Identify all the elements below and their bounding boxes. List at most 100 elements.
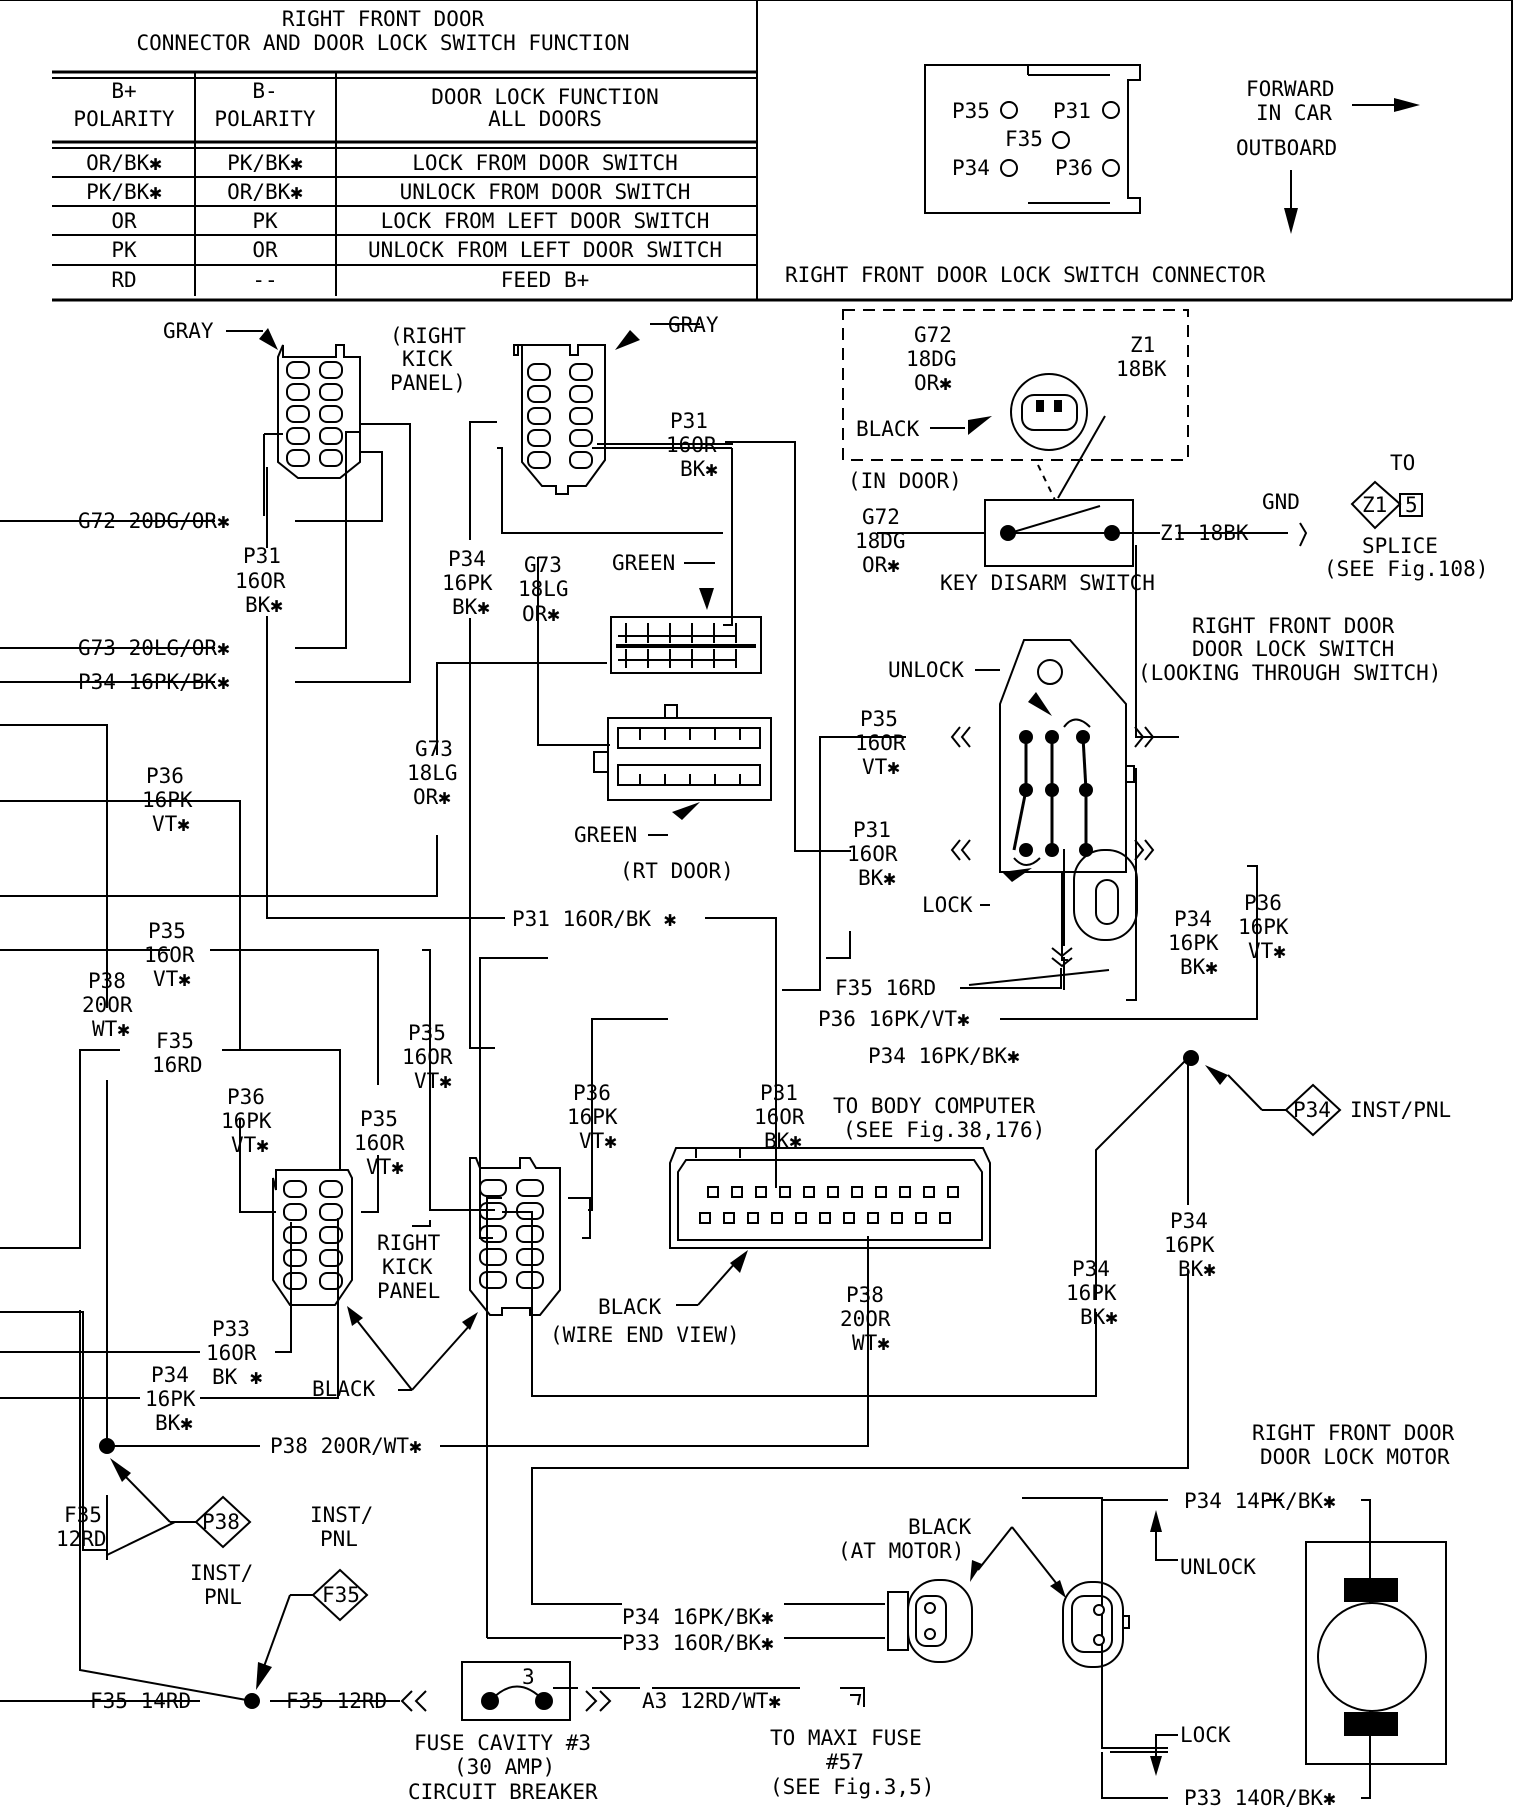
wire-label: P35 [148,919,186,943]
inst-pnl-3b: PNL [320,1527,358,1551]
wire-label: 16PK [1164,1233,1215,1257]
door-lock-switch [999,639,1138,961]
wire-label: P31 [670,409,708,433]
wire-label: P34 [1072,1257,1110,1281]
col-header-function-1: DOOR LOCK FUNCTION [431,85,659,109]
body-computer-pin [899,1186,911,1198]
maxi-fuse-3: (SEE Fig.3,5) [770,1775,934,1799]
splice-diamond [1350,480,1423,530]
body-computer-pin [771,1212,783,1224]
unlock-motor-label: UNLOCK [1180,1555,1256,1579]
body-computer-pin [875,1186,887,1198]
p34-row-label: P34 16PK/BK✱ [78,670,230,694]
maxi-fuse-1: TO MAXI FUSE [770,1726,922,1750]
pin-f35-label: F35 [1005,127,1043,151]
pin-p35-label: P35 [952,99,990,123]
wire-label: VT✱ [579,1129,617,1153]
body-computer-pin [923,1186,935,1198]
table-cell: OR/BK✱ [227,180,303,204]
wire-label: BK ✱ [212,1365,263,1389]
connector-caption: RIGHT FRONT DOOR LOCK SWITCH CONNECTOR [785,263,1266,287]
wire-label: 16RD [152,1053,203,1077]
inst-pnl-2b: PNL [204,1585,242,1609]
splice-text-1: SPLICE [1362,534,1438,558]
fuse-caption-3: CIRCUIT BREAKER [408,1780,598,1804]
table-cell: OR/BK✱ [86,151,162,175]
outboard-arrow-icon [1284,208,1298,234]
wire-label: VT✱ [1248,939,1286,963]
function-table: RIGHT FRONT DOOR CONNECTOR AND DOOR LOCK… [0,0,1513,302]
wire-label: 20OR [82,993,133,1017]
wire-label: 16PK [221,1109,272,1133]
wire-label: 16OR [144,943,195,967]
col-header-function-2: ALL DOORS [488,107,602,131]
wire-label: 16PK [1238,915,1289,939]
wire-label: 18DG [855,529,906,553]
wire-label: P35 [860,707,898,731]
wire-label: VT✱ [152,812,190,836]
p34-diamond [1284,1083,1342,1137]
wire-label: OR✱ [413,785,451,809]
table-cell: LOCK FROM DOOR SWITCH [412,151,678,175]
wire-label: P34 [1170,1209,1208,1233]
wire-label: WT✱ [92,1017,130,1041]
wire-label: BK✱ [858,866,896,890]
black-at-motor-2: (AT MOTOR) [838,1539,964,1563]
wire-label: 16PK [1066,1281,1117,1305]
wire-label: P33 [212,1317,250,1341]
forward-label-1: FORWARD [1246,77,1335,101]
wire-label: WT✱ [852,1331,890,1355]
body-computer-pin [851,1186,863,1198]
wire-label: 16OR [855,731,906,755]
wire-label: OR✱ [862,553,900,577]
body-computer-connector [669,1147,991,1249]
black-in-door: BLACK [856,417,920,441]
motor-connector-2 [1062,1581,1130,1668]
wire-label: G73 [524,553,562,577]
body-computer-pin [819,1212,831,1224]
wire-label: P38 [846,1283,884,1307]
body-computer-pins [699,1186,959,1224]
green-label-top: GREEN [612,551,675,575]
p36-row-label: P36 16PK/VT✱ [818,1007,970,1031]
body-computer-1: TO BODY COMPUTER [833,1094,1036,1118]
table-cell: PK/BK✱ [86,180,162,204]
body-computer-pin [843,1212,855,1224]
wire-label: 16PK [1168,931,1219,955]
body-computer-pin [803,1186,815,1198]
switch-title-1: RIGHT FRONT DOOR [1192,614,1395,638]
f35-12rd-label: F35 12RD [286,1689,387,1713]
p34-14-label: P34 14PK/BK✱ [1184,1489,1336,1513]
p34-motor-label: P34 16PK/BK✱ [622,1605,774,1629]
p31-row-label: P31 16OR/BK ✱ [512,907,677,931]
wire-label: 18LG [518,577,569,601]
wire-label: P36 [1244,891,1282,915]
f35-diamond-label: F35 [322,1583,360,1607]
wire-label: F35 [64,1503,102,1527]
wire-label: BK✱ [764,1129,802,1153]
wire-label: P36 [146,764,184,788]
wire-end-view: (WIRE END VIEW) [550,1323,740,1347]
p33-14-label: P33 14OR/BK✱ [1184,1786,1336,1808]
pin-p34 [1000,159,1018,177]
green-label-bottom: GREEN [574,823,637,847]
body-computer-pin [755,1186,767,1198]
wire-label: BK✱ [452,595,490,619]
wire-label: VT✱ [153,967,191,991]
pin-p35 [1000,101,1018,119]
gray-label-left: GRAY [163,319,214,343]
body-computer-pin [707,1186,719,1198]
gray-connector-right [513,344,606,495]
wire-label: VT✱ [414,1069,452,1093]
kick-panel-bottom-3: PANEL [377,1279,440,1303]
door-lock-motor [1305,1541,1447,1765]
body-computer-pin [779,1186,791,1198]
wire-label: G72 [914,323,952,347]
wire-label: BK✱ [245,593,283,617]
wire-label: G72 [862,505,900,529]
splice-to: TO [1390,451,1415,475]
wire-label: P34 [1174,907,1212,931]
labels: GRAY GRAY (RIGHT KICK PANEL) G72 20DG/OR… [56,313,1488,1808]
table-cell: LOCK FROM LEFT DOOR SWITCH [381,209,710,233]
pin-p31-label: P31 [1053,99,1091,123]
